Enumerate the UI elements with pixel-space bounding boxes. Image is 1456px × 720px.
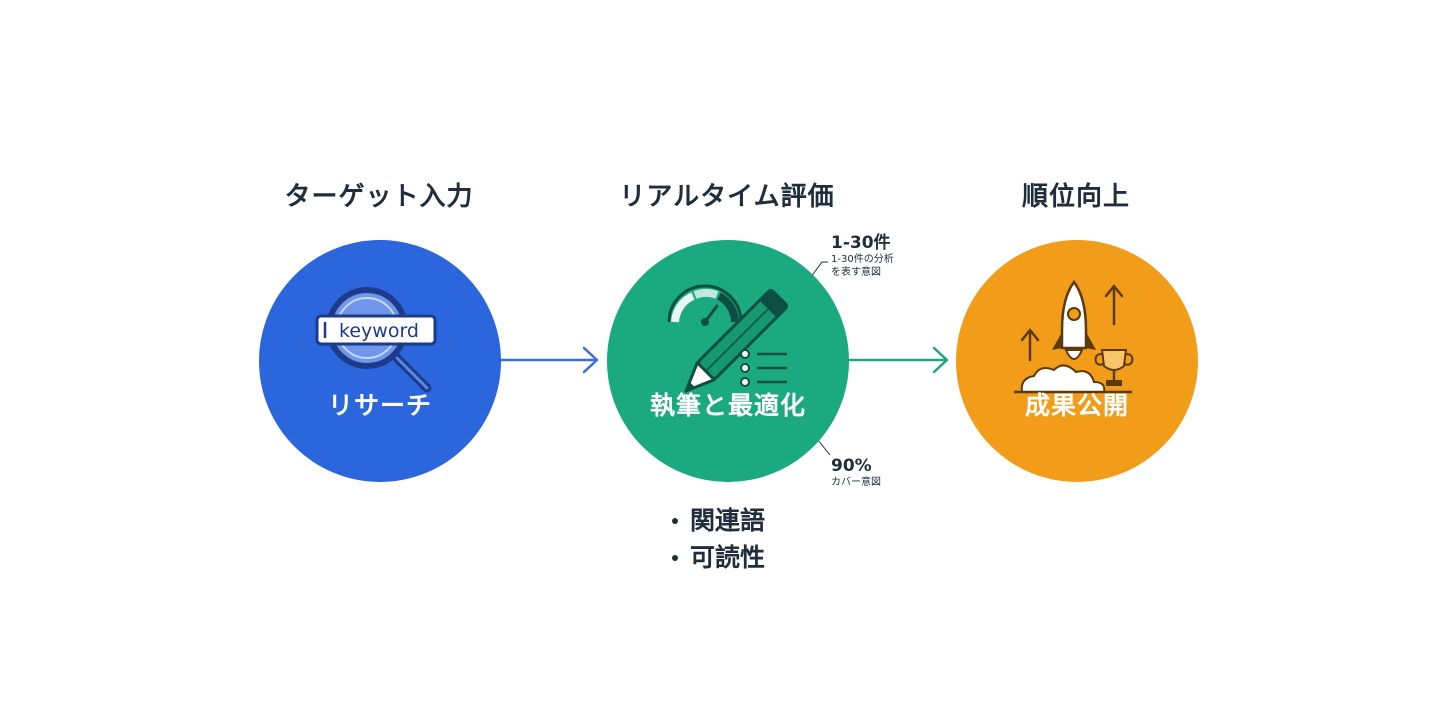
annotation-bottom-value: 90%: [831, 456, 872, 476]
search-bar-text: keyword: [339, 320, 419, 342]
cloud-icon: [1014, 364, 1132, 394]
gauge-icon: [667, 284, 743, 326]
stage-title-rank-up: 順位向上: [1021, 182, 1130, 212]
pencil-icon: [684, 288, 789, 393]
arrow-writing-to-publish: [848, 346, 949, 374]
rocket-icon: [1052, 279, 1096, 360]
stage-circle-research: keyword リサーチ: [259, 240, 501, 482]
annotation-top: 1-30件 1-30件の分析 を表す意図: [831, 233, 894, 279]
bullet-icon: [672, 517, 678, 524]
annotation-top-value: 1-30件: [831, 233, 891, 253]
stage-circle-writing: 執筆と最適化: [607, 240, 849, 482]
annotation-top-line2: を表す意図: [831, 267, 881, 278]
trophy-icon: [1094, 349, 1134, 386]
magnifier-keyword-icon: keyword: [315, 287, 437, 393]
up-arrow-icon: [1020, 284, 1124, 362]
stage-title-realtime-eval: リアルタイム評価: [619, 182, 835, 212]
arrow-research-to-writing: [500, 346, 599, 374]
annotation-top-line1: 1-30件の分析: [831, 254, 894, 265]
pencil-gauge-icon: [667, 284, 789, 393]
list-item: 可読性: [672, 539, 765, 576]
annotation-bottom: 90% カバー意図: [831, 456, 881, 489]
stage-circle-publish: 成果公開: [956, 240, 1198, 482]
annotation-bottom-line1: カバー意図: [831, 477, 881, 488]
bullet-icon: [672, 554, 678, 561]
stage-title-target-input: ターゲット入力: [284, 182, 474, 212]
list-item-label: 関連語: [690, 506, 766, 535]
stage-label-research: リサーチ: [327, 391, 432, 420]
rocket-trophy-icon: [1014, 279, 1134, 394]
list-item: 関連語: [672, 502, 765, 539]
writing-criteria-list: 関連語 可読性: [672, 502, 765, 576]
stage-label-publish: 成果公開: [1024, 391, 1129, 420]
list-item-label: 可読性: [690, 543, 766, 572]
checklist-icon: [740, 349, 787, 387]
stage-label-writing: 執筆と最適化: [649, 391, 806, 420]
